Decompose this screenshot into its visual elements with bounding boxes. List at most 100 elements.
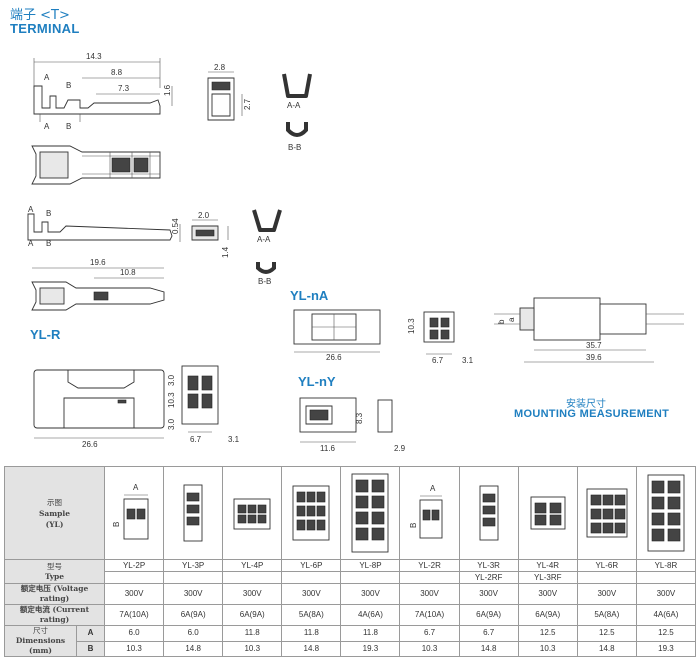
sample-yl-3r	[458, 466, 519, 560]
dim-a-cell: 11.8	[340, 625, 401, 642]
current-cell: 6A(9A)	[458, 604, 519, 626]
dim-10-8: 10.8	[120, 268, 136, 277]
dim-yl-r-10-3: 10.3	[167, 392, 176, 408]
voltage-cell: 300V	[458, 583, 519, 605]
label-yl-na: YL-nA	[290, 288, 329, 303]
dim-2-0: 2.0	[198, 211, 210, 220]
voltage-cell: 300V	[517, 583, 578, 605]
label-yl-ny: YL-nY	[298, 374, 336, 389]
mounting-drawing: b a 35.7 39.6	[494, 297, 684, 363]
type2-cell	[340, 571, 401, 584]
current-cell: 5A(8A)	[576, 604, 637, 626]
terminal-end-view-bottom: 2.0 1.4	[191, 211, 230, 258]
spec-table: 示图 Sample (YL) A B AB	[3, 466, 697, 657]
dim-yl-r-3-0a: 3.0	[167, 374, 176, 386]
yl-ny-drawing: 8.3 11.6 2.9	[299, 397, 406, 453]
dim-yl-r-3-1: 3.1	[228, 435, 240, 444]
table-row-voltage: 额定电压 (Voltage rating) 300V 300V 300V 300…	[3, 583, 697, 605]
voltage-cell: 300V	[104, 583, 165, 605]
svg-text:A: A	[430, 484, 436, 493]
mark-a-top: A	[44, 73, 50, 82]
dim-yl-r-26-6: 26.6	[82, 440, 98, 449]
current-cell: 4A(6A)	[635, 604, 697, 626]
section-a-a-bottom: A-A	[257, 235, 271, 244]
section-title-cn: 端子 <T>	[10, 8, 70, 23]
dim-14-3: 14.3	[86, 52, 102, 61]
voltage-cell: 300V	[222, 583, 283, 605]
dim-yl-na-26-6: 26.6	[326, 353, 342, 362]
current-cell: 6A(9A)	[517, 604, 578, 626]
section-b-b-top: B-B	[288, 143, 301, 152]
current-cell: 6A(9A)	[222, 604, 283, 626]
type-cell: YL-8P	[340, 559, 401, 572]
type2-cell	[635, 571, 697, 584]
type2-cell	[576, 571, 637, 584]
sample-yl-8p	[340, 466, 401, 560]
voltage-cell: 300V	[340, 583, 401, 605]
mount-dim-a: a	[507, 317, 516, 322]
dim-a-cell: 12.5	[517, 625, 578, 642]
mark-b-top: B	[66, 81, 71, 90]
dim-yl-ny-2-9: 2.9	[394, 444, 406, 453]
dim-yl-r-3-0b: 3.0	[167, 418, 176, 430]
dim-a-cell: 6.0	[104, 625, 165, 642]
mount-dim-35-7: 35.7	[586, 341, 602, 350]
dim-a-cell: 12.5	[635, 625, 697, 642]
dim-yl-na-3-1: 3.1	[462, 356, 474, 365]
mark-a2-top: A	[28, 205, 34, 214]
type2-cell	[281, 571, 342, 584]
label-yl-r: YL-R	[30, 327, 61, 342]
current-cell: 7A(10A)	[104, 604, 165, 626]
label-voltage: 额定电压 (Voltage rating)	[3, 583, 106, 605]
type2-cell	[163, 571, 224, 584]
sample-yl-4r	[517, 466, 578, 560]
sample-yl-3p	[163, 466, 224, 560]
dim-2-8: 2.8	[214, 64, 226, 72]
current-cell: 6A(9A)	[163, 604, 224, 626]
type-cell: YL-2P	[104, 559, 165, 572]
mark-b-bottom: B	[66, 122, 71, 131]
type-cell: YL-4R	[517, 559, 578, 572]
current-cell: 5A(8A)	[281, 604, 342, 626]
type2-cell	[104, 571, 165, 584]
type2-cell	[399, 571, 460, 584]
type-cell: YL-8R	[635, 559, 697, 572]
dim-a-cell: 6.7	[399, 625, 460, 642]
dim-yl-ny-11-6: 11.6	[320, 444, 336, 453]
table-row-current: 额定电流 (Current rating) 7A(10A) 6A(9A) 6A(…	[3, 604, 697, 626]
current-cell: 4A(6A)	[340, 604, 401, 626]
terminal-drawing-top: 14.3 8.8 7.3 1.6 A B A B	[31, 52, 173, 185]
dim-1-4: 1.4	[221, 246, 230, 258]
dim-19-6: 19.6	[90, 258, 106, 267]
sample-yl-6r	[576, 466, 637, 560]
type2-cell: YL-2RF	[458, 571, 519, 584]
type-cell: YL-2R	[399, 559, 460, 572]
type-cell: YL-6R	[576, 559, 637, 572]
label-current: 额定电流 (Current rating)	[3, 604, 106, 626]
dim-a-cell: 12.5	[576, 625, 637, 642]
svg-text:A: A	[133, 483, 139, 492]
voltage-cell: 300V	[399, 583, 460, 605]
dim-yl-r-6-7: 6.7	[190, 435, 202, 444]
dim-7-3: 7.3	[118, 84, 130, 93]
sample-yl-2p: A B	[104, 466, 165, 560]
dim-yl-na-6-7: 6.7	[432, 356, 444, 365]
table-row-type-alt: YL-2RF YL-3RF	[5, 571, 697, 584]
svg-text:B: B	[113, 522, 121, 527]
yl-r-drawing: 26.6 3.0 10.3 3.0 6.7 3.1	[33, 365, 240, 449]
voltage-cell: 300V	[576, 583, 637, 605]
mark-a2-bottom: A	[28, 239, 34, 248]
type-cell: YL-4P	[222, 559, 283, 572]
type-cell: YL-3P	[163, 559, 224, 572]
dim-8-8: 8.8	[111, 68, 123, 77]
svg-text:B: B	[410, 523, 418, 528]
mark-b2-top: B	[46, 209, 51, 218]
dim-a-cell: 11.8	[281, 625, 342, 642]
terminal-drawing-bottom: A B A B 0.54 19.6 10.8	[27, 205, 181, 311]
type-cell: YL-6P	[281, 559, 342, 572]
sample-yl-4p	[222, 466, 283, 560]
